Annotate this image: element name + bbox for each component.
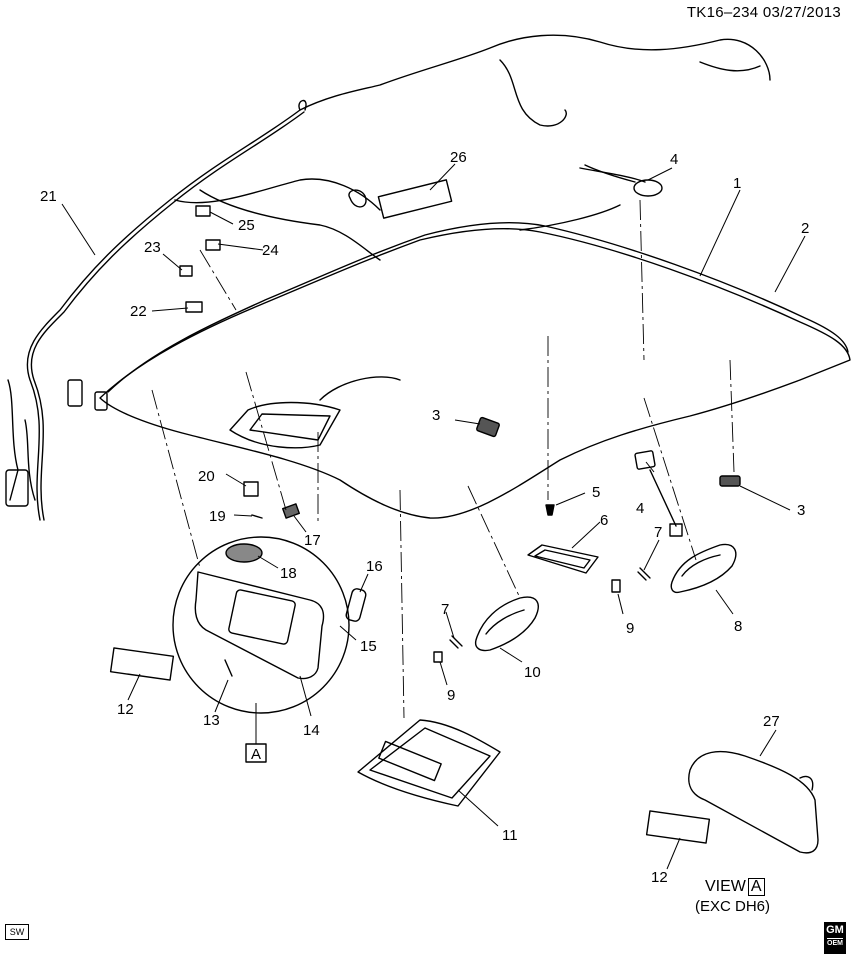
view-a-detail [172, 536, 367, 714]
callout-4-side: 4 [636, 500, 644, 517]
view-letter: A [747, 878, 765, 896]
gm-logo-subtext: OEM [827, 938, 843, 947]
callout-12-left: 12 [117, 701, 134, 718]
cap-front [433, 651, 443, 663]
callout-9-front: 9 [447, 687, 455, 704]
callout-19: 19 [209, 508, 226, 525]
sunshade-label-left [109, 647, 175, 681]
gm-logo: GM OEM [824, 922, 846, 954]
callout-17: 17 [304, 532, 321, 549]
callout-1: 1 [733, 175, 741, 192]
callout-22: 22 [130, 303, 147, 320]
pad-17 [282, 503, 300, 519]
overhead-console [357, 719, 501, 807]
diagram-code-header: TK16–234 03/27/2013 [686, 4, 841, 21]
bolt-front [449, 635, 463, 649]
bracket-22 [185, 301, 203, 313]
callout-21: 21 [40, 188, 57, 205]
coat-hook [545, 504, 555, 516]
callout-10: 10 [524, 664, 541, 681]
callout-3-front: 3 [432, 407, 440, 424]
headliner-panel [99, 222, 851, 519]
cap-rear [611, 579, 621, 593]
callout-13: 13 [203, 712, 220, 729]
sound-pad-front [476, 416, 500, 438]
callout-7-rear: 7 [654, 524, 662, 541]
callout-5: 5 [592, 484, 600, 501]
callout-25: 25 [238, 217, 255, 234]
bracket-20 [243, 481, 259, 497]
callout-4-top: 4 [670, 151, 678, 168]
sound-pad-rear [719, 475, 741, 487]
callout-27: 27 [763, 713, 780, 730]
callout-23: 23 [144, 239, 161, 256]
callout-6: 6 [600, 512, 608, 529]
view-note: (EXC DH6) [695, 898, 771, 915]
harness-bracket-top [584, 164, 663, 197]
view-marker-letter: A [251, 746, 261, 763]
dome-lamp [527, 544, 599, 574]
sunshade-clip [225, 543, 263, 563]
callout-16: 16 [366, 558, 383, 575]
bolt-rear [637, 567, 651, 581]
callout-2: 2 [801, 220, 809, 237]
leader-lines [61, 163, 806, 870]
callout-26: 26 [450, 149, 467, 166]
bracket-23 [179, 265, 193, 277]
assist-handle-rear [670, 543, 737, 594]
callout-20: 20 [198, 468, 215, 485]
sunshade-retainer [345, 588, 367, 622]
view-label: VIEW [705, 878, 746, 895]
callout-12-right: 12 [651, 869, 668, 886]
sunshade-label-right [645, 810, 711, 844]
callout-15: 15 [360, 638, 377, 655]
callout-18: 18 [280, 565, 297, 582]
harness-bracket-side [634, 450, 683, 537]
roof-wiring-harness [5, 34, 771, 521]
insulator-pad [377, 179, 453, 219]
screw-19 [251, 514, 263, 519]
callout-14: 14 [303, 722, 320, 739]
gm-logo-text: GM [826, 924, 844, 936]
assist-handle-front [474, 596, 539, 652]
sunshade-alternate [688, 750, 819, 854]
callout-11: 11 [502, 827, 518, 844]
callout-7-front: 7 [441, 601, 449, 618]
projection-lines [151, 199, 735, 719]
callout-24: 24 [262, 242, 279, 259]
callout-labels: 1 2 3 3 4 4 5 6 7 7 8 9 9 10 11 12 12 13… [40, 149, 809, 886]
callout-9-rear: 9 [626, 620, 634, 637]
callout-3-rear: 3 [797, 502, 805, 519]
callout-8: 8 [734, 618, 742, 635]
sw-badge: SW [5, 924, 29, 940]
bracket-25 [195, 205, 211, 217]
bracket-24 [205, 239, 221, 251]
